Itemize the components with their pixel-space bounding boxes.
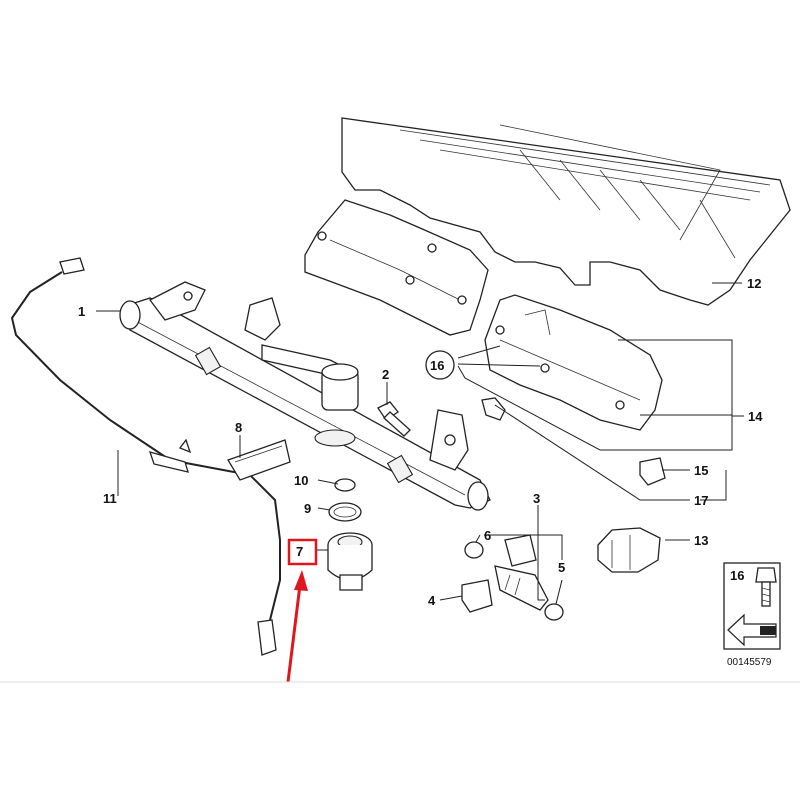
fuel-pressure-regulator [327,532,373,591]
legend-arrow-fill [760,626,776,635]
callout-6: 6 [484,528,491,543]
seal-ring-lower [544,603,564,621]
callout-3: 3 [533,491,540,506]
callout-14: 14 [748,409,763,424]
highlight-marker [286,538,318,683]
legend-bolt-head [755,567,777,583]
callout-2: 2 [382,367,389,382]
fuel-rail [119,281,491,511]
cable-bracket [597,527,661,573]
callout-4: 4 [428,593,436,608]
callout-11: 11 [103,491,117,506]
callout-8: 8 [235,420,242,435]
highlight-arrow-shaft [286,584,302,683]
vacuum-line [10,257,281,656]
callout-13: 13 [694,533,708,548]
catalog-number: 00145579 [727,657,772,668]
coil-cover-right [484,294,663,431]
callout-7: 7 [296,544,303,559]
o-ring-small [334,478,356,492]
seal-ring-upper [464,541,484,559]
o-ring-large [328,502,362,522]
callout-10: 10 [294,473,308,488]
legend-box: 16 [723,562,781,650]
callout-12: 12 [747,276,761,291]
callout-5: 5 [558,560,565,575]
callout-labels: 1 2 3 4 5 6 7 8 9 10 11 12 13 14 15 16 1… [78,276,763,608]
callout-1: 1 [78,304,85,319]
injector-clip [461,579,493,613]
callout-16-circle [425,350,455,380]
callout-9: 9 [304,501,311,516]
regulator-housing [314,363,359,447]
callout-16: 16 [430,358,444,373]
callout-17: 17 [694,493,708,508]
harness-clip [639,457,666,486]
highlight-arrow-head [294,570,308,591]
coil-cover-left [304,199,489,336]
leader-lines [96,282,744,605]
hose-clamp [227,439,291,481]
engine-cover [341,117,791,306]
cover-clip [481,397,506,421]
bolt [377,401,411,437]
callout-15: 15 [694,463,708,478]
legend-number: 16 [730,568,744,583]
highlight-box [287,538,318,566]
fuel-injector [494,534,549,611]
